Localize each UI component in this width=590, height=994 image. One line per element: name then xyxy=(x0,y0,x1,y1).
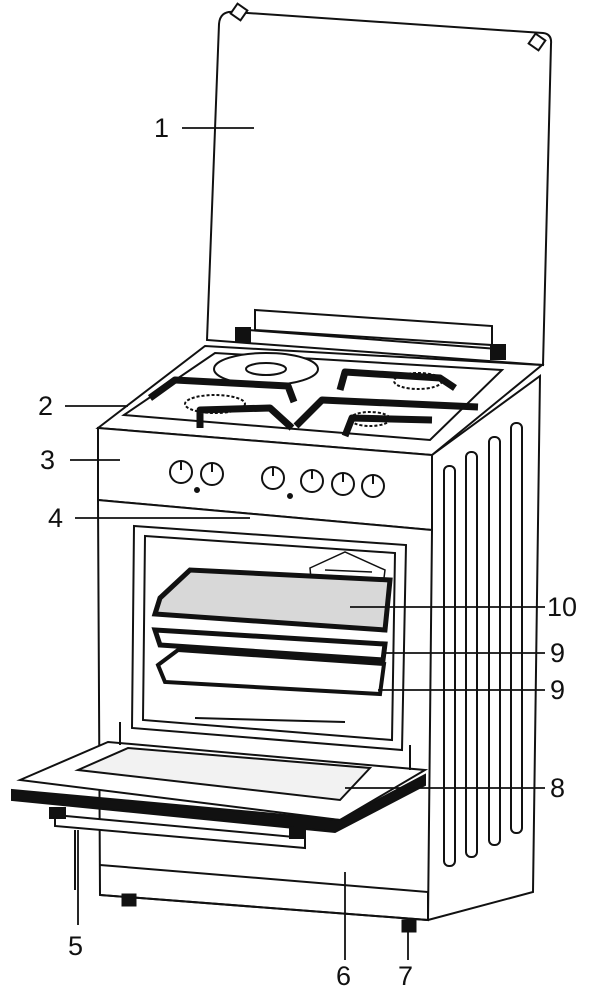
control-knobs xyxy=(169,460,385,498)
oven-body xyxy=(96,498,434,922)
label-10: 10 xyxy=(547,592,577,622)
label-5: 5 xyxy=(68,931,83,961)
baking-tray-lower xyxy=(155,647,387,697)
label-4: 4 xyxy=(48,503,63,533)
label-9-lower: 9 xyxy=(550,675,565,705)
callout-leaders xyxy=(65,127,545,960)
adjustable-feet xyxy=(121,893,417,933)
side-panel xyxy=(427,374,542,921)
label-1: 1 xyxy=(154,113,169,143)
label-9-upper: 9 xyxy=(550,638,565,668)
label-2: 2 xyxy=(38,391,53,421)
storage-drawer xyxy=(99,864,429,922)
oven-door xyxy=(11,722,429,850)
label-6: 6 xyxy=(336,961,351,989)
label-3: 3 xyxy=(40,445,55,475)
callout-labels: 1 2 3 4 5 6 7 8 9 9 10 xyxy=(38,113,577,991)
glass-lid xyxy=(205,2,553,367)
control-panel xyxy=(97,426,433,532)
wire-shelf xyxy=(151,567,393,633)
label-8: 8 xyxy=(550,773,565,803)
baking-tray-upper xyxy=(151,627,388,663)
label-7: 7 xyxy=(398,961,413,989)
pan-supports xyxy=(147,368,479,438)
